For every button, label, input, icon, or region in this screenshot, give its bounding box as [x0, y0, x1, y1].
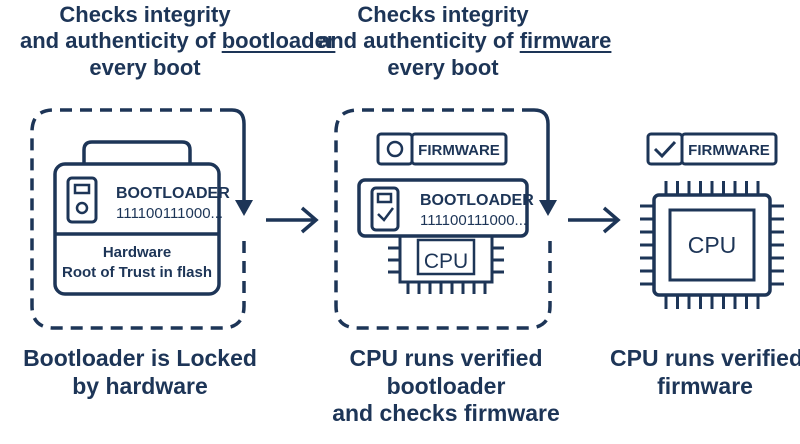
caption-line: and authenticity of bootloader [20, 28, 335, 54]
loop-solid-segment [231, 108, 246, 206]
caption-line: firmware [657, 372, 753, 399]
caption-line: every boot [387, 54, 499, 80]
hw-root-line2: Root of Trust in flash [62, 264, 212, 281]
caption-text: and [20, 28, 60, 54]
caption-line: and checks firmware [332, 400, 560, 427]
caption-line: CPU runs verified [610, 345, 800, 371]
caption-line: by hardware [72, 372, 208, 399]
checkmark-icon [377, 207, 394, 222]
bootloader-title: BOOTLOADER [116, 185, 230, 202]
hw-root-line1: Hardware [103, 244, 171, 261]
verification-loop [334, 108, 552, 330]
arrow-right-icon [266, 206, 319, 234]
chip-icon: CPU [640, 181, 784, 309]
chip-connector [82, 140, 192, 164]
caption-line: and authenticity of firmware [318, 28, 611, 54]
bootloader-icon [66, 176, 98, 224]
caption-line: every boot [89, 54, 201, 80]
arrow-right-icon [568, 206, 621, 234]
bootloader-verified-icon [370, 186, 400, 232]
caption-cpu-verified-bootloader: CPU runs verified bootloader and checks … [318, 345, 574, 428]
caption-line: Checks integrity [357, 2, 529, 27]
panel-bootloader-locked: BOOTLOADER 111100111000... Hardware Root… [30, 108, 253, 330]
bootloader-code: 111100111000... [116, 205, 223, 222]
caption-line: Checks integrity [59, 2, 231, 27]
caption-text: and [318, 28, 358, 54]
cpu-label: CPU [688, 232, 737, 258]
caption-firmware-check: Checks integrity and authenticity of fir… [318, 2, 611, 81]
caption-text: authenticity of [363, 28, 520, 54]
caption-underlined: firmware [519, 28, 612, 54]
caption-cpu-verified-firmware: CPU runs verified firmware [610, 345, 800, 400]
firmware-tag: FIRMWARE [646, 132, 778, 166]
caption-bootloader-check: Checks integrity and authenticity of boo… [20, 2, 335, 81]
caption-line: CPU runs verified [349, 345, 543, 371]
caption-bootloader-locked: Bootloader is Locked by hardware [10, 345, 270, 400]
firmware-tag: FIRMWARE [376, 132, 508, 166]
arrow-down-icon [539, 200, 557, 216]
bootloader-card [357, 178, 529, 238]
cpu-label: CPU [424, 250, 468, 273]
arrow-down-icon [235, 200, 253, 216]
caption-line: bootloader [386, 372, 506, 399]
bootloader-title: BOOTLOADER [420, 192, 534, 209]
checkmark-icon [653, 140, 677, 159]
firmware-label: FIRMWARE [688, 142, 770, 159]
panel-cpu-verified-firmware: FIRMWARE CPU [640, 132, 784, 309]
caption-line: Bootloader is Locked [23, 345, 257, 371]
circle-icon [386, 140, 404, 158]
loop-solid-segment [533, 108, 550, 206]
chip-icon: CPU [388, 234, 504, 294]
bootloader-code: 111100111000... [420, 212, 527, 229]
panel-cpu-verified-bootloader: FIRMWARE CPU BOOTLOADER 111100111000... [334, 108, 557, 330]
firmware-label: FIRMWARE [418, 142, 500, 159]
caption-underlined: bootloader [221, 28, 336, 54]
caption-text: authenticity of [65, 28, 222, 54]
verification-loop [30, 108, 246, 330]
